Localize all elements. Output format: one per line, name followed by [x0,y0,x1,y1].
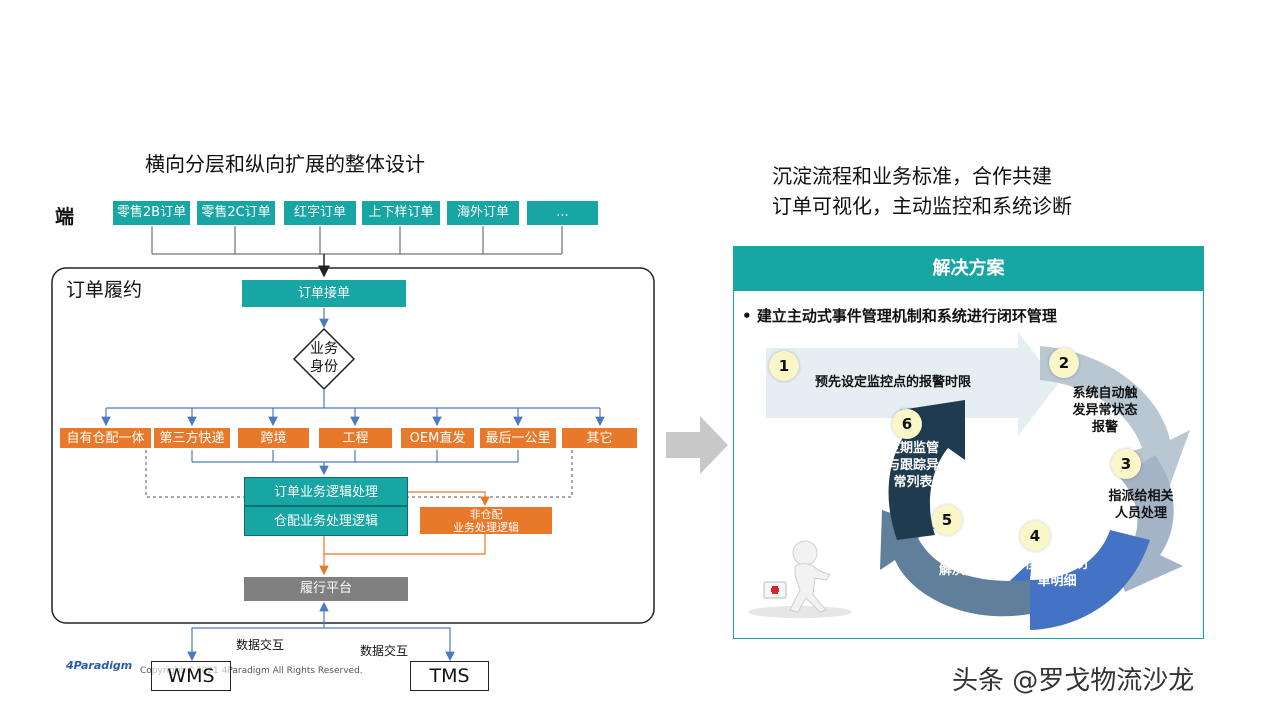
biz-type-oem-direct: OEM直发 [400,427,475,449]
fulfillment-label: 订单履约 [66,279,143,301]
watermark-text: 头条 @罗戈物流沙龙 [952,666,1195,696]
step-3-line2: 人员处理 [1114,506,1167,521]
right-title-line2: 订单可视化，主动监控和系统诊断 [772,194,1072,218]
biz-type-third-party-express: 第三方快递 [153,427,231,449]
person-figure [748,540,852,618]
biz-type-engineering: 工程 [318,427,393,449]
biz-type-self-warehouse: 自有仓配一体 [59,427,152,449]
data-exchange-label-2: 数据交互 [360,644,409,658]
order-logic-box: 订单业务逻辑处理 [244,477,408,506]
biz-type-cross-border: 跨境 [237,427,310,449]
channel-overseas-order: 海外订单 [447,201,519,225]
step-6-text: 定期监管 与跟踪异 常列表 [880,440,946,491]
copyright-text: Copyright ©2021 4Paradigm All Rights Res… [140,666,363,676]
solution-panel-header: 解决方案 [733,246,1204,291]
tms-box: TMS [410,661,489,691]
bullet-text: 建立主动式事件管理机制和系统进行闭环管理 [756,307,1057,325]
step-3-text: 指派给相关 人员处理 [1096,488,1186,522]
non-warehouse-line2: 业务处理逻辑 [453,521,519,534]
receive-order-box: 订单接单 [242,280,406,307]
channel-red-order: 红字订单 [284,201,356,225]
channel-more: ... [527,201,598,225]
step-4-line1: 核查异常订 [1024,557,1090,572]
biz-type-other: 其它 [561,427,638,449]
step-5-line1: 制定并执行 [932,546,998,561]
step-5-text: 制定并执行 解决方案 [920,545,1010,579]
data-exchange-label-1: 数据交互 [236,638,285,652]
step-2-line1: 系统自动触 [1072,386,1138,401]
step-3-number: 3 [1111,449,1141,479]
step-1-text: 预先设定监控点的报警时限 [815,375,972,390]
step-4-line2: 单明细 [1037,574,1077,589]
step-6-line3: 常列表 [893,475,933,490]
step-5-line2: 解决方案 [938,563,991,578]
warehouse-logic-box: 仓配业务处理逻辑 [244,506,408,536]
step-5-number: 5 [932,505,962,535]
non-warehouse-logic-box: 非仓配 业务处理逻辑 [420,507,552,534]
step-6-number: 6 [892,409,922,439]
decision-line1: 业务 [310,341,338,357]
solution-bullet: • 建立主动式事件管理机制和系统进行闭环管理 [742,305,1057,326]
step-2-line3: 报警 [1091,420,1118,435]
bullet-dot: • [742,307,757,325]
biz-type-last-mile: 最后一公里 [479,427,557,449]
wms-box: WMS [151,661,231,691]
step-2-line2: 发异常状态 [1072,403,1138,418]
left-title: 横向分层和纵向扩展的整体设计 [145,152,425,176]
channel-sample-order: 上下样订单 [362,201,440,225]
decision-text: 业务 身份 [299,340,349,376]
step-4-number: 4 [1020,521,1050,551]
fulfillment-platform-box: 履行平台 [244,577,408,601]
channel-2c-order: 零售2C订单 [197,201,275,225]
step-1-number: 1 [769,351,799,381]
right-title-line1: 沉淀流程和业务标准，合作共建 [772,164,1052,188]
step-6-line1: 定期监管 [886,441,939,456]
logo-text: 4Paradigm [66,659,133,672]
step-4-text: 核查异常订 单明细 [1012,556,1102,590]
step-2-text: 系统自动触 发异常状态 报警 [1060,385,1150,436]
end-label: 端 [55,206,75,228]
channel-2b-order: 零售2B订单 [113,201,190,225]
step-3-line1: 指派给相关 [1108,489,1174,504]
non-warehouse-line1: 非仓配 [469,508,503,521]
step-2-number: 2 [1049,348,1079,378]
logo-4paradigm: 4Paradigm [66,659,132,672]
decision-line2: 身份 [310,359,338,375]
step-6-line2: 与跟踪异 [886,458,939,473]
